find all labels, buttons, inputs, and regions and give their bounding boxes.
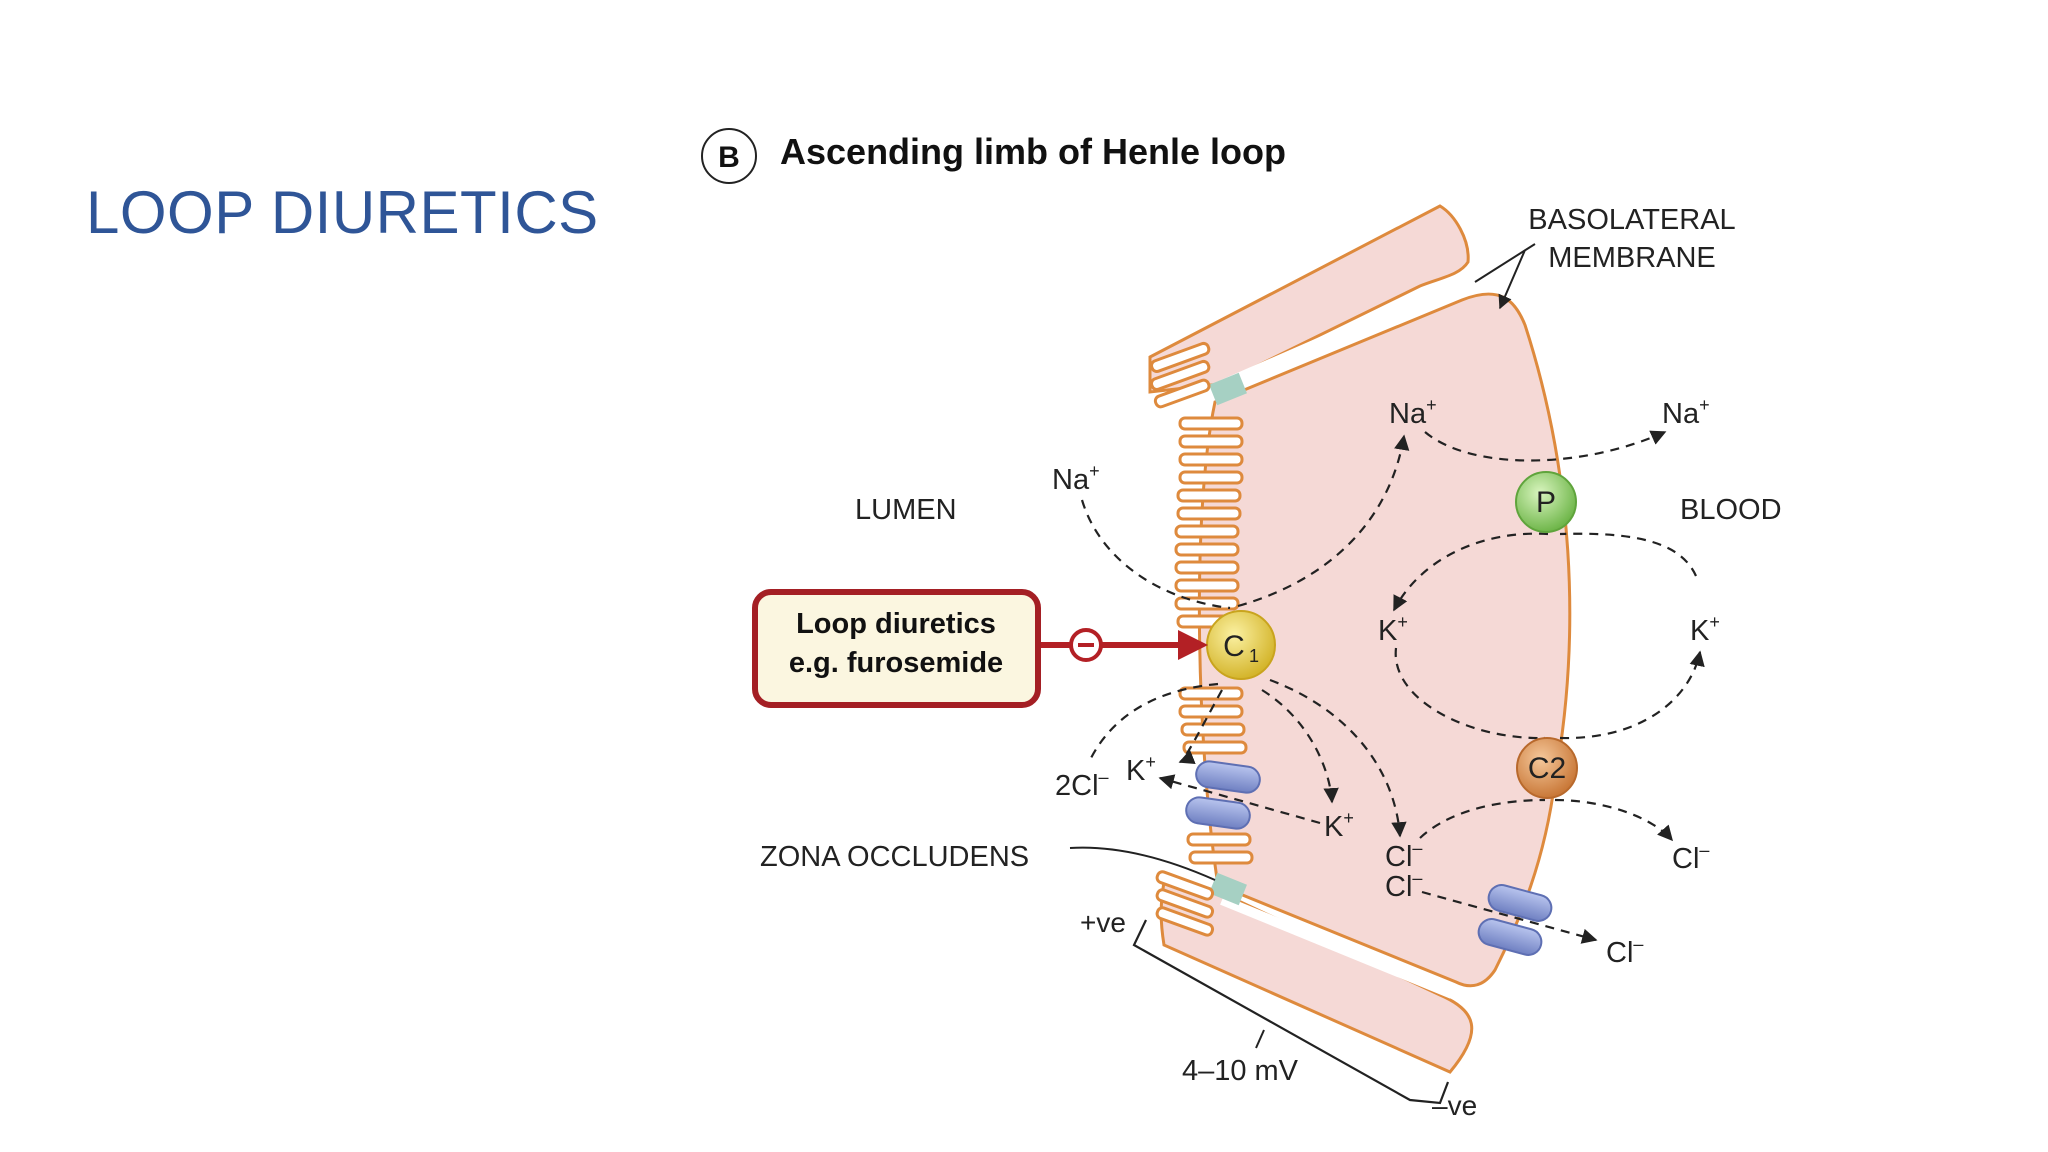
- voltage-pointer: [1255, 1029, 1265, 1049]
- arrow-cl-c2-to-blood: [1554, 798, 1674, 842]
- lower-neighbor-cell: [1159, 876, 1474, 1074]
- slide-title: LOOP DIURETICS: [86, 179, 599, 246]
- figure-title: Ascending limb of Henle loop: [780, 131, 1286, 172]
- upper-neighbor-cell: [1148, 204, 1470, 394]
- svg-text:1: 1: [1249, 646, 1259, 666]
- ion-labels: Na+ Na+ Na+ K+ K+ K+ K+ 2Cl– Cl– Cl– Cl–…: [1052, 395, 1720, 969]
- arrow-k-c2-to-blood: [1559, 650, 1705, 740]
- arrow-c1-to-cl-lumen: [1089, 682, 1219, 761]
- basolateral-label-line2: MEMBRANE: [1548, 242, 1716, 274]
- pump-p: P: [1515, 471, 1577, 533]
- zona-occludens-pointer: [1069, 846, 1216, 881]
- drug-label-line2: e.g. furosemide: [789, 647, 1003, 679]
- cl-blood-label-1: Cl–: [1672, 840, 1709, 875]
- svg-text:C2: C2: [1528, 752, 1566, 785]
- lumen-label: LUMEN: [855, 494, 957, 526]
- cl-blood-label-2: Cl–: [1606, 934, 1643, 969]
- inhibition-minus-icon: [1069, 628, 1103, 662]
- drug-label-line1: Loop diuretics: [796, 608, 996, 640]
- neighbor-microvilli: [1150, 341, 1215, 937]
- zona-occludens-label: ZONA OCCLUDENS: [760, 841, 1029, 873]
- arrow-c1-to-k-cell: [1261, 689, 1339, 804]
- k-cell-lower-label: K+: [1324, 808, 1354, 843]
- panel-letter: B: [718, 141, 740, 174]
- arrow-na-c1-to-cell: [1237, 434, 1410, 608]
- cl-cell-label-2: Cl–: [1385, 868, 1422, 903]
- lower-tight-junction: [1209, 872, 1247, 906]
- panel-heading: B Ascending limb of Henle loop: [701, 128, 1286, 184]
- basolateral-pointer: [1474, 243, 1536, 308]
- k-cell-label: K+: [1378, 612, 1408, 647]
- svg-text:C: C: [1223, 630, 1245, 663]
- na-lumen-label: Na+: [1052, 461, 1100, 496]
- arrow-c1-to-cl-cell: [1269, 678, 1407, 838]
- arrow-na-lumen-to-c1: [1080, 499, 1231, 610]
- arrow-na-pump-to-blood: [1424, 430, 1667, 462]
- negative-voltage-label: –ve: [1432, 1090, 1477, 1121]
- na-blood-label: Na+: [1662, 395, 1710, 430]
- upper-intercellular-space: [1219, 277, 1461, 390]
- c2-transporter: C2: [1516, 737, 1578, 799]
- arrow-k-cell-to-c2: [1394, 647, 1546, 740]
- k-lumen-label: K+: [1126, 752, 1156, 787]
- arrow-cl-through-channel: [1421, 890, 1598, 944]
- panel-letter-circle: [701, 128, 757, 184]
- upper-tight-junction: [1209, 372, 1247, 406]
- arrow-cl-cell-to-c2: [1419, 798, 1546, 839]
- arrow-c1-to-k-lumen: [1178, 689, 1223, 764]
- arrow-k-blood-to-pump: [1559, 532, 1698, 577]
- svg-text:P: P: [1536, 486, 1556, 519]
- arrow-k-recycle-to-lumen: [1158, 774, 1321, 825]
- voltage-bracket: [1132, 919, 1450, 1105]
- lower-intercellular-space: [1220, 895, 1454, 999]
- cl-cell-label-1: Cl–: [1385, 838, 1422, 873]
- cl2-lumen-label: 2Cl–: [1055, 767, 1109, 802]
- k-blood-label: K+: [1690, 612, 1720, 647]
- positive-voltage-label: +ve: [1080, 907, 1126, 938]
- transport-arrows: [1080, 430, 1705, 944]
- loop-diuretic-box: Loop diuretics e.g. furosemide: [752, 589, 1041, 708]
- basolateral-label-line1: BASOLATERAL: [1528, 204, 1735, 236]
- voltage-value-label: 4–10 mV: [1182, 1055, 1299, 1087]
- c1-cotransporter: C 1: [1206, 610, 1276, 680]
- cl-channel: [1477, 884, 1553, 956]
- blood-label: BLOOD: [1680, 494, 1782, 526]
- arrow-k-pump-to-cell: [1393, 532, 1549, 612]
- na-cell-label: Na+: [1389, 395, 1437, 430]
- k-channel: [1185, 760, 1261, 830]
